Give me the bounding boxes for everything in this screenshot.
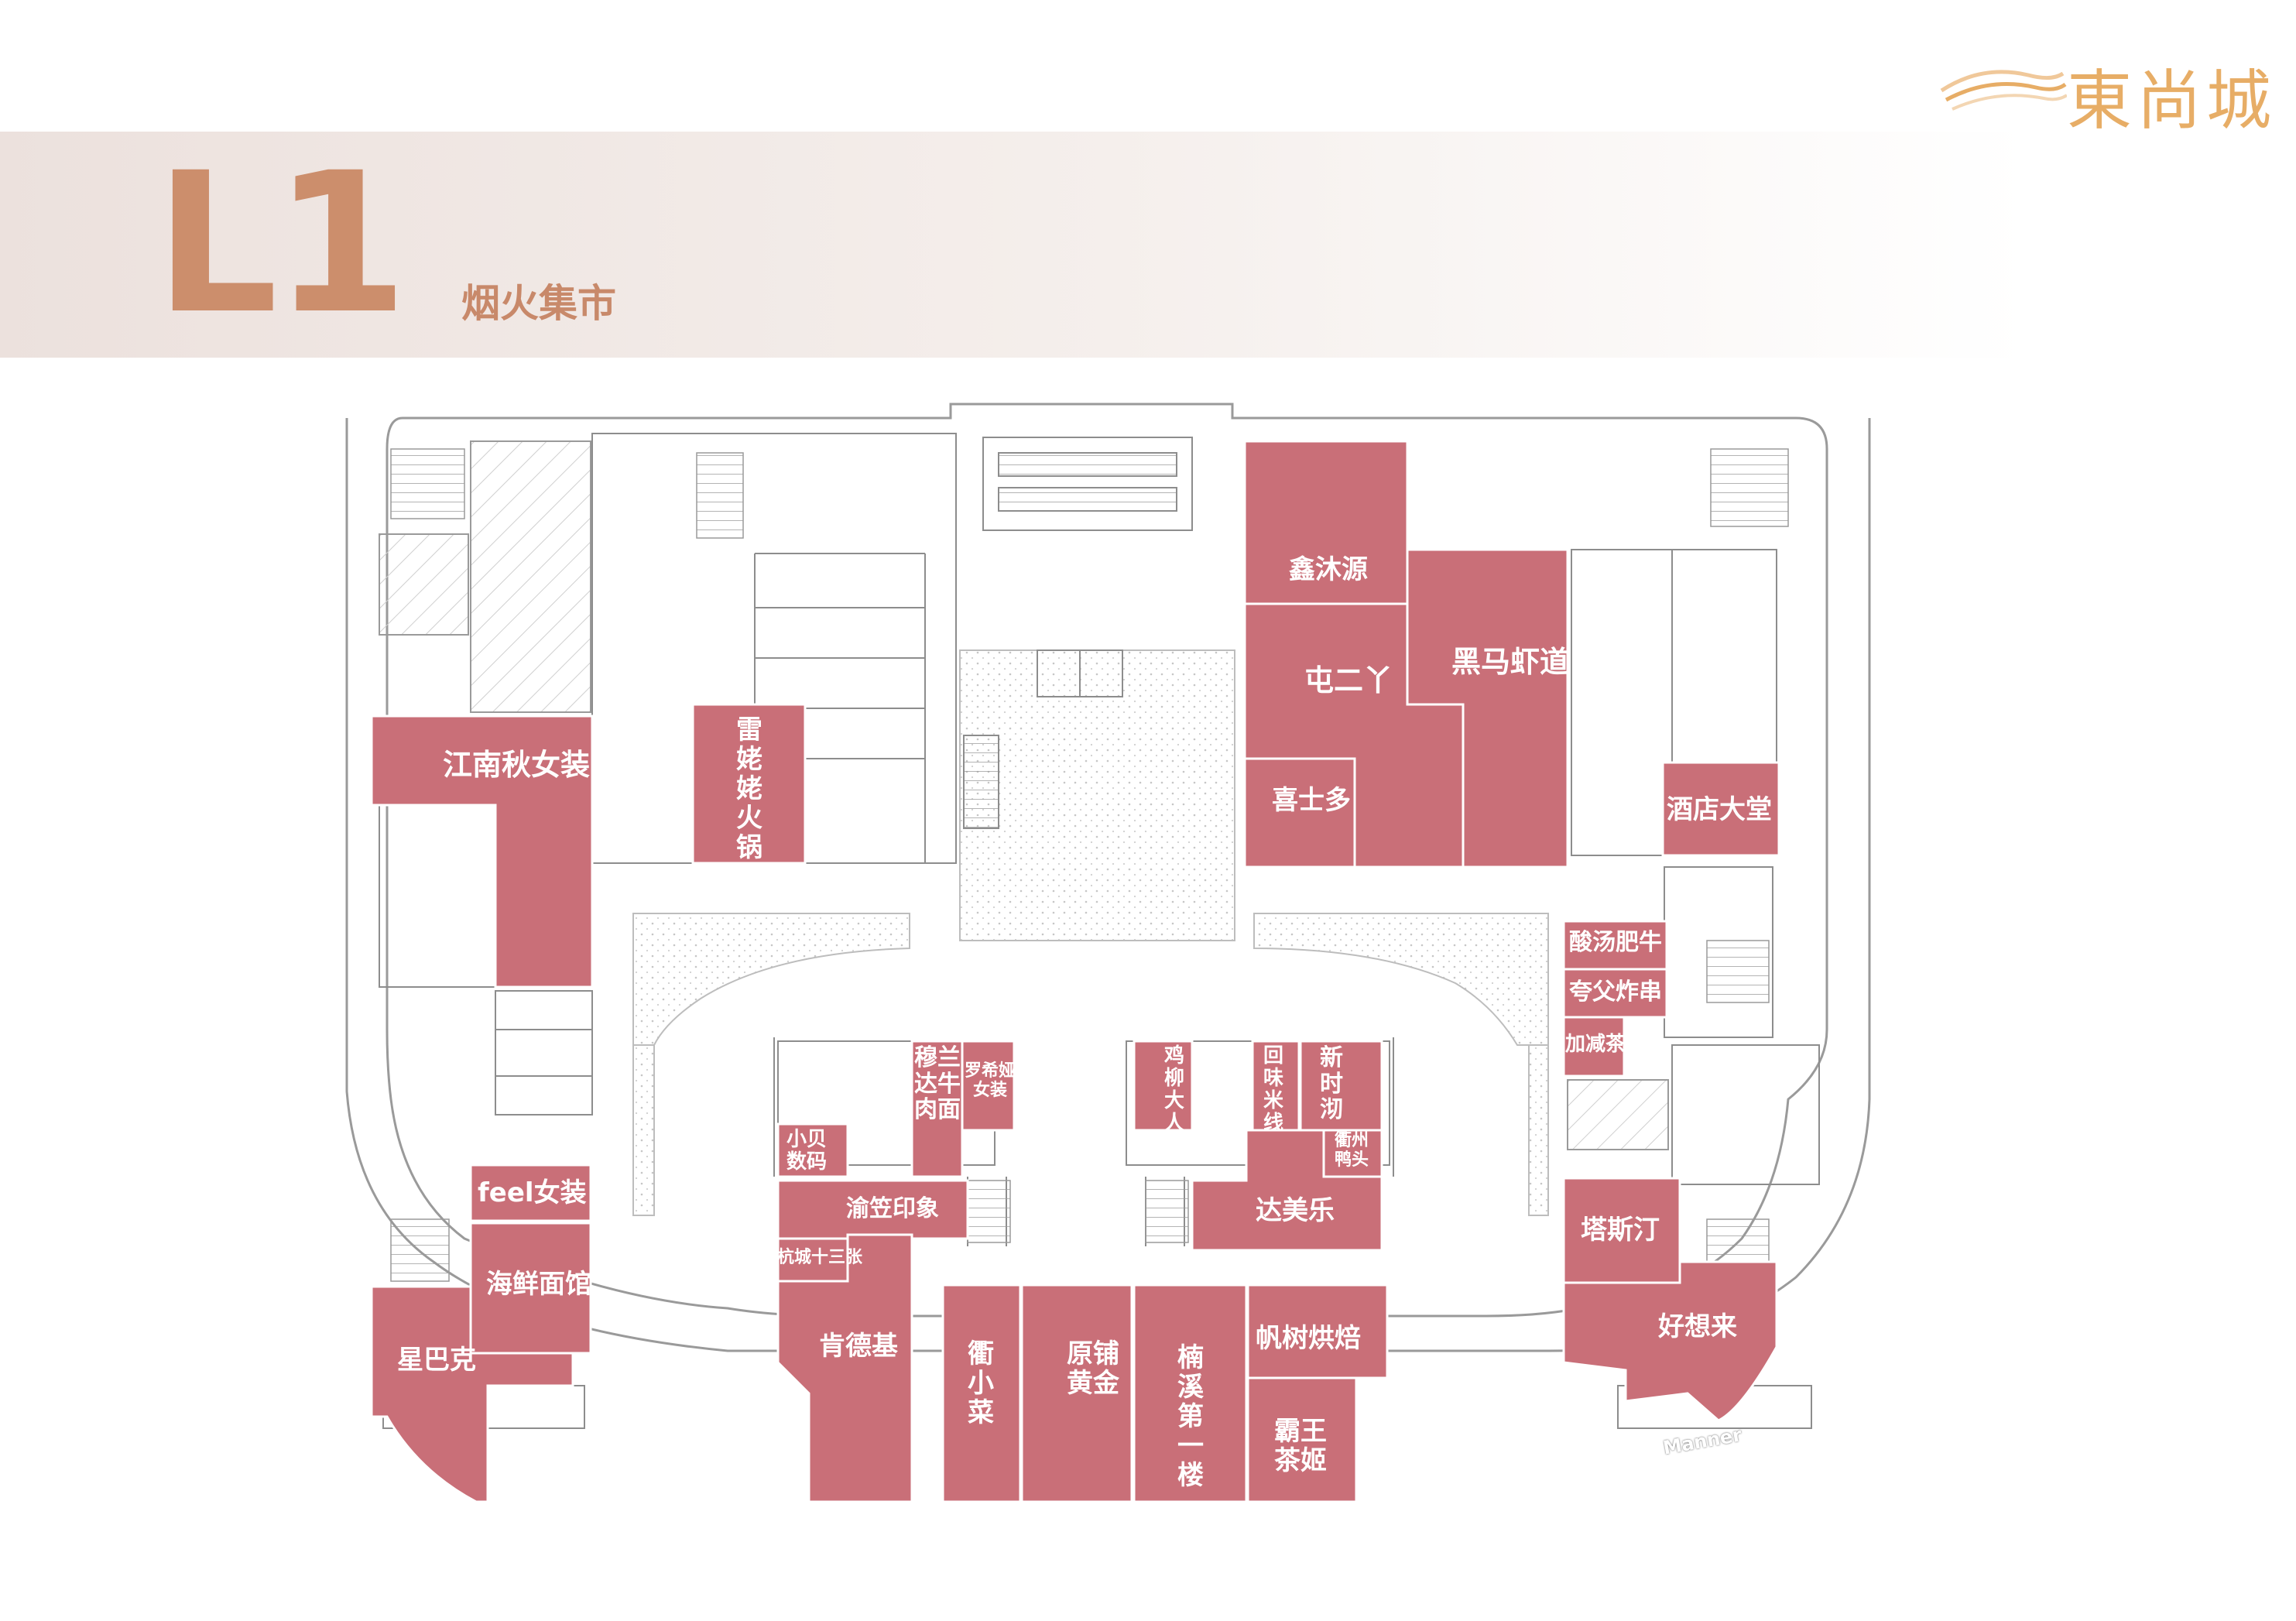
store-unit-suantang bbox=[1562, 920, 1668, 971]
store-unit-kendeji bbox=[776, 1233, 913, 1503]
header-band bbox=[0, 132, 2028, 358]
store-label-xinmuyuan[interactable]: 鑫沐源 bbox=[1289, 554, 1368, 585]
store-label-bawang[interactable]: 霸王茶姬 bbox=[1274, 1416, 1327, 1477]
store-unit-bawang bbox=[1246, 1376, 1358, 1503]
store-label-tasiting[interactable]: 塔斯汀 bbox=[1581, 1215, 1660, 1246]
store-label-jiudian[interactable]: 酒店大堂 bbox=[1667, 794, 1772, 825]
store-unit-mulanda bbox=[910, 1040, 964, 1178]
store-unit-xiaobei bbox=[776, 1122, 849, 1178]
store-unit-damei bbox=[1191, 1129, 1383, 1252]
store-label-leilaolao[interactable]: 雷姥姥火锅 bbox=[736, 715, 762, 864]
store-unit-huiwei bbox=[1251, 1040, 1300, 1132]
floor-level-title: L1 bbox=[155, 131, 408, 356]
store-unit-yuanpu bbox=[1020, 1283, 1133, 1503]
store-unit-xishiduo bbox=[1243, 757, 1356, 869]
store-unit-yuli bbox=[776, 1179, 969, 1240]
store-unit-fanshu bbox=[1246, 1283, 1389, 1379]
store-label-xinshi[interactable]: 新时沏 bbox=[1320, 1044, 1343, 1124]
store-unit-tasiting bbox=[1562, 1177, 1681, 1284]
store-unit-haixian bbox=[469, 1222, 592, 1355]
store-label-kuafu[interactable]: 夸父炸串 bbox=[1569, 978, 1662, 1006]
store-unit-quxiaocai bbox=[941, 1283, 1022, 1503]
store-label-nanxi[interactable]: 楠溪第一楼 bbox=[1177, 1342, 1204, 1492]
store-label-haixian[interactable]: 海鲜面馆 bbox=[486, 1269, 591, 1300]
store-label-heimaxiadao[interactable]: 黑马虾道 bbox=[1451, 645, 1570, 679]
store-unit-luoxiya bbox=[961, 1040, 1016, 1132]
store-label-xingbake[interactable]: 星巴克 bbox=[397, 1345, 476, 1376]
store-label-damei[interactable]: 达美乐 bbox=[1256, 1195, 1335, 1226]
store-unit-xingbake bbox=[370, 1285, 574, 1503]
store-unit-kuafu bbox=[1562, 968, 1668, 1019]
store-label-fanshu[interactable]: 帆树烘焙 bbox=[1256, 1323, 1361, 1354]
store-unit-haoxianglai bbox=[1562, 1260, 1778, 1422]
store-unit-nanxi bbox=[1133, 1283, 1248, 1503]
store-label-haoxianglai[interactable]: 好想来 bbox=[1658, 1311, 1737, 1342]
store-unit-feel bbox=[469, 1163, 592, 1222]
store-label-mulanda[interactable]: 穆兰达牛肉面 bbox=[914, 1044, 961, 1124]
store-label-tuneryatou[interactable]: 屯二丫 bbox=[1304, 663, 1393, 697]
service-areas bbox=[379, 440, 1669, 1150]
store-unit-heimaxiadao bbox=[1406, 548, 1569, 869]
store-label-hangcheng[interactable]: 杭城十三张 bbox=[777, 1248, 863, 1267]
store-unit-xinmuyuan bbox=[1243, 440, 1409, 605]
store-unit-jiudian bbox=[1661, 761, 1780, 857]
brand-name: 東尚城 bbox=[2067, 63, 2277, 139]
wave-logo-icon bbox=[1940, 70, 2067, 111]
store-label-xishiduo[interactable]: 喜士多 bbox=[1272, 785, 1351, 816]
store-label-jiangnanqiu[interactable]: 江南秋女装 bbox=[443, 748, 591, 782]
store-unit-jiajiancha bbox=[1562, 1016, 1626, 1078]
store-label-luoxiya[interactable]: 罗希娅女装 bbox=[965, 1061, 1016, 1100]
brand-logo: 東尚城 bbox=[1935, 43, 2276, 139]
store-label-yuli[interactable]: 渝笠印象 bbox=[846, 1195, 939, 1222]
store-unit-hangcheng bbox=[776, 1237, 849, 1283]
store-label-jiliu[interactable]: 鸡柳大人 bbox=[1163, 1044, 1184, 1136]
stair-marks bbox=[390, 448, 1789, 1282]
store-label-feel[interactable]: feel女装 bbox=[478, 1177, 587, 1208]
store-label-suantang[interactable]: 酸汤肥牛 bbox=[1569, 929, 1662, 956]
store-unit-xinshi bbox=[1299, 1040, 1383, 1132]
store-label-quxiaocai[interactable]: 衢小菜 bbox=[968, 1338, 994, 1429]
store-units bbox=[370, 440, 1780, 1503]
store-label-xiaobei[interactable]: 小贝数码 bbox=[786, 1128, 827, 1174]
store-label-quzhouyatou[interactable]: 衢州鸭头 bbox=[1334, 1131, 1369, 1170]
store-label-jiajiancha[interactable]: 加减茶 bbox=[1565, 1033, 1626, 1056]
plaza-paving bbox=[632, 649, 1549, 1216]
store-unit-jiliu bbox=[1133, 1040, 1194, 1132]
store-label-kendeji[interactable]: 肯德基 bbox=[819, 1331, 898, 1362]
store-unit-leilaolao bbox=[691, 703, 807, 865]
zone-subtitle: 烟火集市 bbox=[461, 281, 616, 326]
store-label-huiwei[interactable]: 回味米线 bbox=[1263, 1044, 1283, 1136]
store-label-yuanpu[interactable]: 原铺黄金 bbox=[1067, 1338, 1119, 1400]
store-unit-jiangnanqiu bbox=[370, 715, 594, 989]
escalator-core bbox=[963, 437, 1193, 829]
